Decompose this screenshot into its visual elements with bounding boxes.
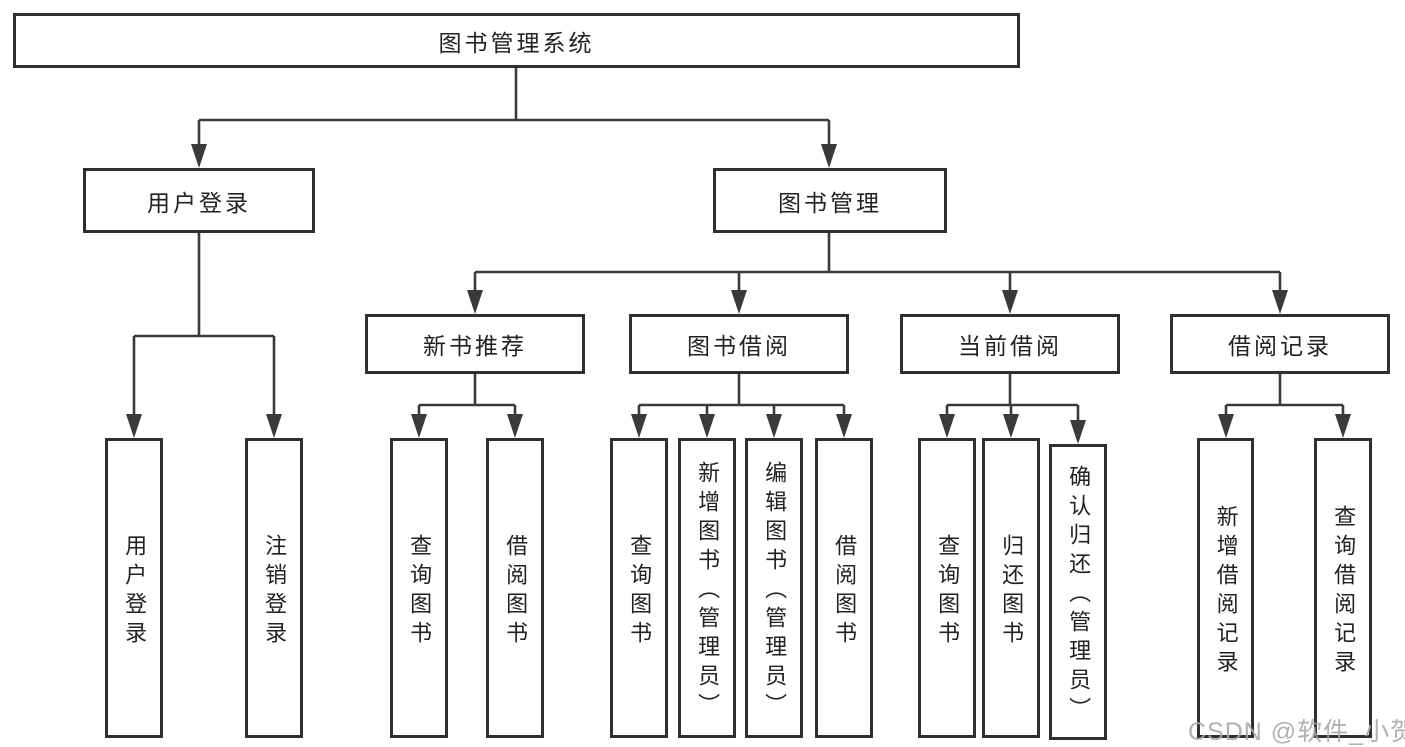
node-book-management-branch: 图书管理 (713, 168, 947, 233)
connector-book-borrow-to-leaves (637, 374, 846, 416)
connector-user-login-to-leaves (132, 233, 276, 416)
node-current-borrow-label: 当前借阅 (958, 333, 1062, 359)
leaf-add-borrow-record: 新增借阅记录 (1197, 438, 1254, 738)
leaf-borrow-query-book: 查询图书 (610, 438, 668, 738)
leaf-logout-login-label: 注销登录 (262, 533, 288, 650)
node-new-book-recommend-label: 新书推荐 (423, 333, 527, 359)
leaf-recommend-query-book-label: 查询图书 (407, 533, 433, 650)
leaf-recommend-borrow-book: 借阅图书 (486, 438, 544, 738)
leaf-add-borrow-record-label: 新增借阅记录 (1213, 504, 1239, 679)
leaf-return-book-label: 归还图书 (999, 533, 1025, 650)
node-book-borrow-label: 图书借阅 (687, 333, 791, 359)
leaf-edit-book-admin: 编辑图书（管理员） (745, 438, 803, 738)
node-user-login-branch-label: 用户登录 (147, 189, 251, 216)
leaf-confirm-return-admin: 确认归还（管理员） (1049, 444, 1107, 740)
node-borrow-records: 借阅记录 (1170, 314, 1390, 374)
leaf-edit-book-admin-label: 编辑图书（管理员） (762, 461, 788, 722)
node-current-borrow: 当前借阅 (900, 314, 1120, 374)
leaf-borrow-book: 借阅图书 (815, 438, 873, 738)
connector-book-mgmt-to-level3 (473, 233, 1282, 292)
node-borrow-records-label: 借阅记录 (1228, 333, 1332, 359)
leaf-query-borrow-record-label: 查询借阅记录 (1331, 504, 1357, 679)
csdn-watermark: CSDN @软件_小贺同学 (1188, 718, 1405, 746)
leaf-user-login: 用户登录 (105, 438, 163, 738)
leaf-logout-login: 注销登录 (245, 438, 303, 738)
node-root-label: 图书管理系统 (438, 29, 595, 56)
leaf-return-book: 归还图书 (982, 438, 1040, 738)
node-new-book-recommend: 新书推荐 (365, 314, 585, 374)
leaf-borrow-query-book-label: 查询图书 (627, 533, 653, 650)
connector-borrow-record-to-leaves (1224, 374, 1345, 416)
leaf-recommend-query-book: 查询图书 (390, 438, 448, 738)
leaf-user-login-label: 用户登录 (122, 533, 148, 650)
node-book-borrow: 图书借阅 (629, 314, 849, 374)
leaf-recommend-borrow-book-label: 借阅图书 (503, 533, 529, 650)
connector-recommend-to-leaves (417, 374, 517, 416)
leaf-borrow-book-label: 借阅图书 (832, 533, 858, 650)
connector-root-to-level2 (197, 68, 831, 146)
node-root-library-system: 图书管理系统 (13, 13, 1020, 68)
leaf-current-query-book: 查询图书 (918, 438, 976, 738)
leaf-confirm-return-admin-label: 确认归还（管理员） (1066, 465, 1092, 726)
node-user-login-branch: 用户登录 (83, 168, 315, 233)
leaf-add-book-admin-label: 新增图书（管理员） (695, 461, 721, 722)
leaf-current-query-book-label: 查询图书 (935, 533, 961, 650)
leaf-add-book-admin: 新增图书（管理员） (678, 438, 736, 738)
connector-current-borrow-to-leaves (945, 374, 1080, 422)
leaf-query-borrow-record: 查询借阅记录 (1314, 438, 1372, 738)
node-book-management-branch-label: 图书管理 (778, 189, 882, 216)
